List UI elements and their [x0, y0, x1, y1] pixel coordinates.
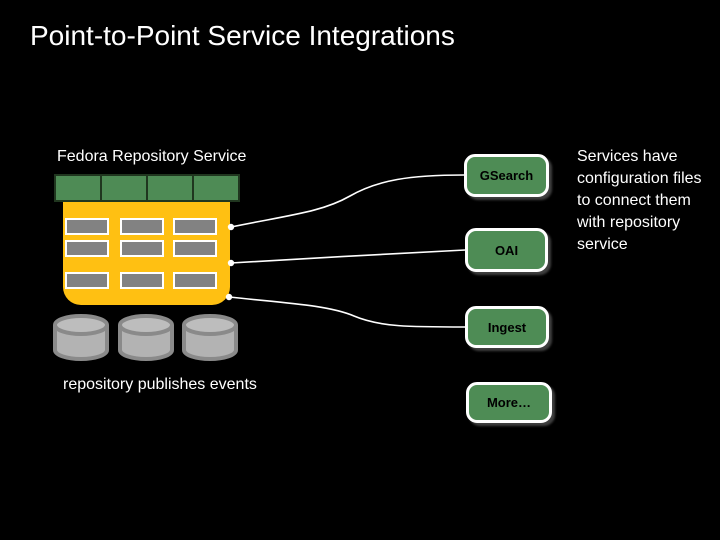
note-line: service — [577, 236, 628, 253]
note-line: Services have — [577, 148, 678, 165]
repository-table-body — [63, 202, 230, 305]
table-cell — [173, 240, 217, 257]
note-line: to connect them — [577, 192, 691, 209]
repository-table-header — [54, 174, 240, 202]
note-line: with repository — [577, 214, 681, 231]
table-cell — [120, 240, 164, 257]
database-cylinder — [182, 314, 238, 361]
service-label: Ingest — [487, 319, 527, 335]
service-box-more: More… — [466, 382, 552, 423]
header-cell — [102, 176, 146, 200]
service-label: OAI — [494, 242, 519, 258]
database-cylinder — [53, 314, 109, 361]
service-label: More… — [486, 395, 532, 410]
header-cell — [56, 176, 100, 200]
table-cell — [65, 272, 109, 289]
table-cell — [120, 218, 164, 235]
database-cylinder — [118, 314, 174, 361]
repository-events-caption: repository publishes events — [63, 376, 257, 393]
repository-service-label: Fedora Repository Service — [57, 148, 247, 165]
header-cell — [194, 176, 238, 200]
services-note: Services have configuration files to con… — [577, 146, 702, 256]
header-cell — [148, 176, 192, 200]
slide-title: Point-to-Point Service Integrations — [30, 20, 455, 51]
table-cell — [173, 218, 217, 235]
table-cell — [65, 240, 109, 257]
table-cell — [65, 218, 109, 235]
service-label: GSearch — [479, 168, 534, 183]
service-box-oai: OAI — [465, 228, 548, 272]
table-cell — [173, 272, 217, 289]
service-box-ingest: Ingest — [465, 306, 549, 348]
table-cell — [120, 272, 164, 289]
note-line: configuration files — [577, 170, 702, 187]
service-box-gsearch: GSearch — [464, 154, 549, 197]
